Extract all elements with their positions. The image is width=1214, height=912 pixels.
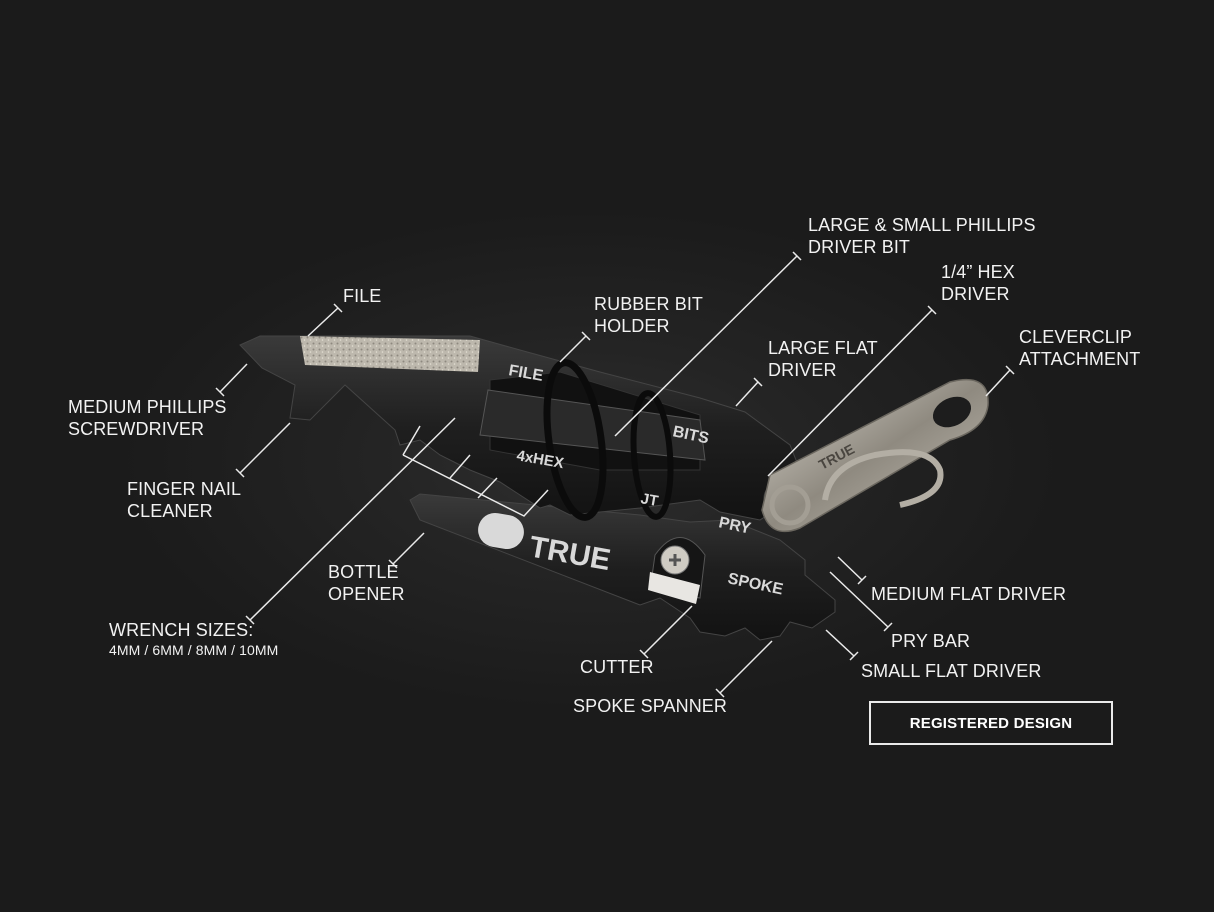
- cleverclip: TRUE: [761, 378, 989, 533]
- label-cutter: CUTTER: [580, 657, 654, 677]
- label-small-flat-driver: SMALL FLAT DRIVER: [861, 661, 1042, 681]
- leader-lines: [215, 251, 1015, 698]
- rubber-ring-1: [543, 359, 607, 521]
- label-medium-flat-driver: MEDIUM FLAT DRIVER: [871, 584, 1067, 604]
- rubber-ring-2: [630, 390, 674, 520]
- phillips-bit: [479, 389, 706, 461]
- etch-pry: PRY: [717, 514, 752, 537]
- label-spoke-spanner: SPOKE SPANNER: [573, 696, 728, 716]
- registered-design-badge: REGISTERED DESIGN: [869, 701, 1113, 745]
- label-pry-bar: PRY BAR: [891, 631, 971, 651]
- label-file: FILE: [343, 286, 382, 306]
- label-wrench-sizes: WRENCH SIZES: 4MM / 6MM / 8MM / 10MM: [109, 620, 279, 658]
- wrench-sizes-values: 4MM / 6MM / 8MM / 10MM: [109, 642, 279, 658]
- upper-tool-body: FILE BITS 4xHEX JT PRY: [239, 335, 801, 538]
- file-surface: [300, 336, 480, 372]
- etch-file: FILE: [507, 362, 544, 385]
- etch-nut: JT: [639, 490, 659, 510]
